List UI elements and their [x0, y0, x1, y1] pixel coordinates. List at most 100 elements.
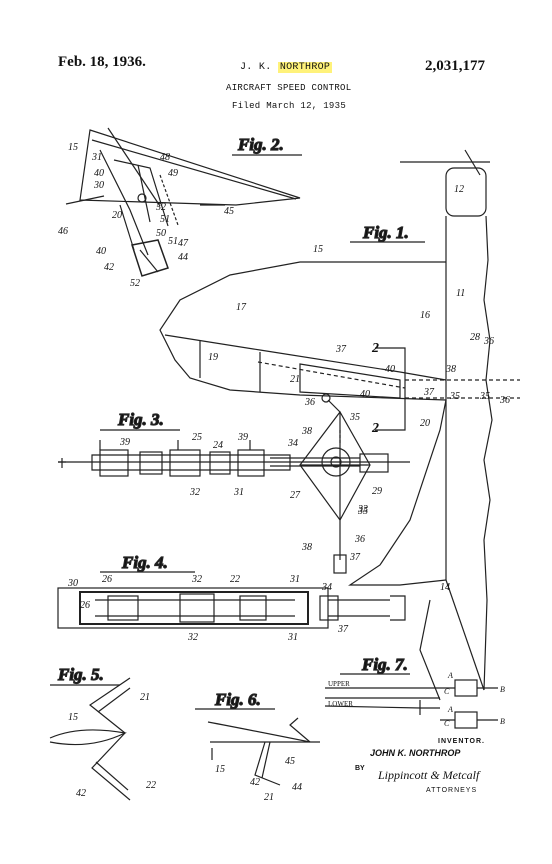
label: C: [444, 719, 450, 728]
label: 34: [287, 438, 298, 449]
label: 26: [102, 574, 112, 585]
label: 17: [236, 302, 247, 313]
label: 50: [156, 228, 166, 239]
reference-labels: 12 15 17 11 16 19 21 37 40 40 2 2 20 36 …: [58, 142, 510, 803]
label: 36: [483, 336, 494, 347]
label: 49: [168, 168, 178, 179]
label: 36: [354, 534, 365, 545]
label: 31: [91, 152, 102, 163]
fig2-drawing: [65, 127, 301, 277]
label: 51: [168, 236, 178, 247]
label: 40: [96, 246, 106, 257]
label: LOWER: [328, 700, 353, 708]
inventor-surname-highlight: NORTHROP: [277, 62, 333, 73]
label: 37: [349, 552, 361, 563]
label: 32: [187, 632, 198, 643]
label: 37: [423, 387, 435, 398]
label: 2: [371, 341, 379, 356]
fig6-title: Fig. 6.: [214, 690, 261, 709]
label: 20: [112, 210, 122, 221]
label: 28: [470, 332, 480, 343]
label: 39: [119, 437, 130, 448]
attorney-signature: Lippincott & Metcalf: [378, 768, 480, 782]
label: 15: [68, 142, 78, 153]
label: 21: [290, 374, 300, 385]
patent-number: 2,031,177: [425, 58, 485, 74]
label: 31: [289, 574, 300, 585]
label: 48: [160, 152, 170, 163]
fig7-title: Fig. 7.: [361, 655, 408, 674]
fig5-title: Fig. 5.: [57, 665, 104, 684]
label: 34: [321, 582, 332, 593]
fig3-title: Fig. 3.: [117, 410, 164, 429]
label: 35: [479, 391, 490, 402]
label: A: [447, 705, 453, 714]
label: 32: [191, 574, 202, 585]
fig4-title: Fig. 4.: [121, 553, 168, 572]
fig3-drawing: [58, 440, 410, 477]
label: 15: [215, 764, 225, 775]
label: 19: [208, 352, 218, 363]
inventor-caption: INVENTOR.: [438, 738, 485, 745]
label: 42: [250, 777, 260, 788]
label: 20: [420, 418, 430, 429]
label: 44: [292, 782, 302, 793]
label: A: [447, 671, 453, 680]
label: 44: [178, 252, 188, 263]
attorneys-caption: ATTORNEYS: [426, 787, 478, 794]
label: B: [500, 685, 505, 694]
label: 29: [372, 486, 382, 497]
label: 52: [156, 202, 166, 213]
label: 21: [264, 792, 274, 803]
label: 30: [67, 578, 78, 589]
label: 38: [445, 364, 456, 375]
label: 38: [301, 542, 312, 553]
label: 36: [499, 395, 510, 406]
label: 40: [360, 389, 370, 400]
fig7-drawing: [324, 679, 498, 729]
label: 45: [224, 206, 234, 217]
fig6-drawing: [207, 717, 320, 786]
label: 11: [456, 288, 465, 299]
label: 37: [337, 624, 349, 635]
label: 31: [287, 632, 298, 643]
label: 42: [104, 262, 114, 273]
label: 40: [385, 364, 395, 375]
label: 46: [58, 226, 68, 237]
label: 16: [420, 310, 430, 321]
label: 37: [335, 344, 347, 355]
label: 26: [80, 600, 90, 611]
label: 21: [140, 692, 150, 703]
label: 32: [189, 487, 200, 498]
label: 42: [76, 788, 86, 799]
label: 22: [230, 574, 240, 585]
label: 35: [357, 506, 368, 517]
label: 35: [349, 412, 360, 423]
label: 27: [290, 490, 301, 501]
label: B: [500, 717, 505, 726]
fig1-drawing: [159, 149, 520, 701]
label: 52: [130, 278, 140, 289]
label: 15: [68, 712, 78, 723]
label: 40: [94, 168, 104, 179]
label: 47: [178, 238, 189, 249]
label: 25: [192, 432, 202, 443]
label: 31: [233, 487, 244, 498]
fig5-drawing: [49, 677, 131, 801]
label: 39: [237, 432, 248, 443]
patent-date: Feb. 18, 1936.: [58, 54, 146, 70]
label: 22: [146, 780, 156, 791]
label: 51: [160, 214, 170, 225]
label: 36: [304, 397, 315, 408]
inventor-heading: J. K. NORTHROP: [240, 62, 333, 73]
label: C: [444, 687, 450, 696]
filed-date: Filed March 12, 1935: [232, 101, 347, 111]
inventor-name: JOHN K. NORTHROP: [370, 748, 461, 758]
label: 33: [357, 504, 368, 515]
label: 2: [371, 421, 379, 436]
by-label: BY: [355, 765, 365, 772]
label: 24: [213, 440, 223, 451]
label: 15: [313, 244, 323, 255]
fig4-drawing: [57, 587, 406, 629]
